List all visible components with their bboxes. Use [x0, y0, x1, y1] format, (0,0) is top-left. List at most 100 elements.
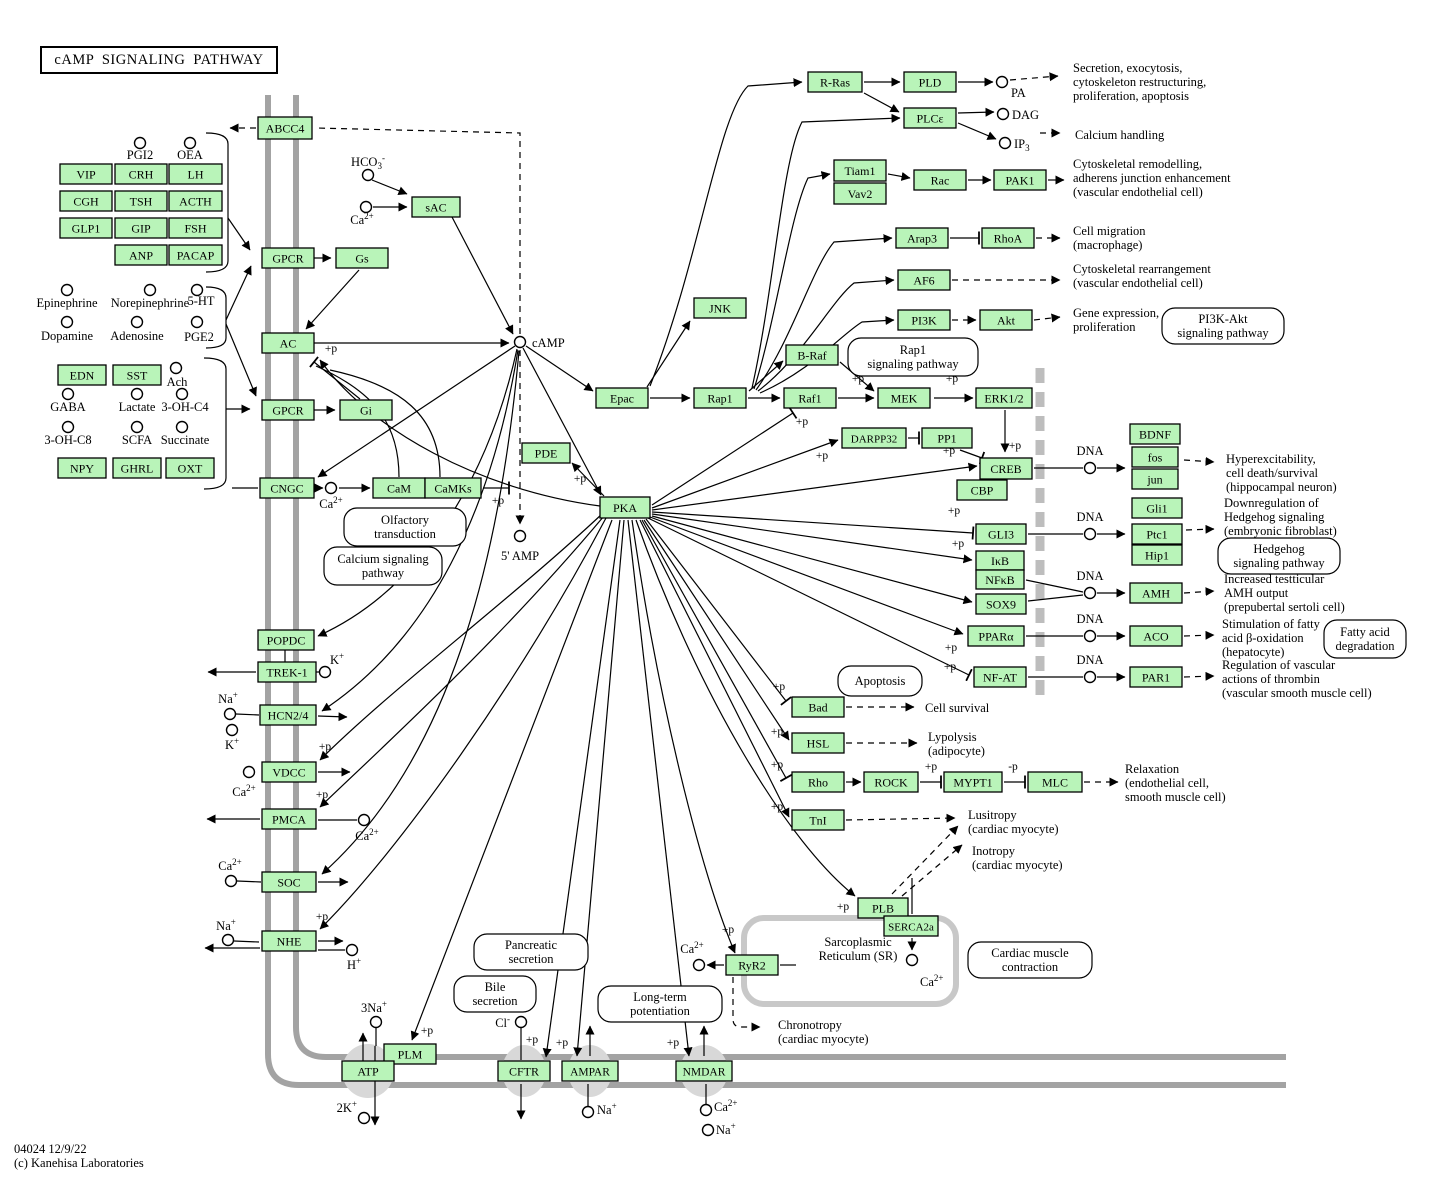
compound-dna-2[interactable]: [1083, 527, 1097, 541]
node-ptc1[interactable]: Ptc1: [1131, 523, 1183, 545]
node-gs[interactable]: Gs: [335, 247, 389, 269]
node-cgh[interactable]: CGH: [59, 190, 113, 212]
node-rock[interactable]: ROCK: [863, 771, 919, 793]
compound-hco3[interactable]: HCO3-: [351, 153, 385, 182]
compound-ip3[interactable]: IP3: [998, 136, 1031, 153]
node-pak1[interactable]: PAK1: [993, 169, 1047, 191]
node-darpp32[interactable]: DARPP32: [841, 427, 907, 449]
pathway-box-apoptosis[interactable]: Apoptosis: [837, 665, 923, 697]
node-akt[interactable]: Akt: [979, 309, 1033, 331]
node-sac[interactable]: sAC: [411, 196, 461, 218]
node-jun[interactable]: jun: [1131, 468, 1179, 490]
node-cbp[interactable]: CBP: [956, 479, 1008, 501]
node-popdc[interactable]: POPDC: [257, 629, 315, 651]
node-pmca[interactable]: PMCA: [261, 808, 317, 830]
node-vav2[interactable]: Vav2: [833, 182, 887, 205]
compound-pge2[interactable]: PGE2: [184, 315, 214, 345]
node-erk12[interactable]: ERK1/2: [975, 387, 1033, 409]
node-gli1[interactable]: Gli1: [1131, 497, 1183, 519]
compound-ca-cngc[interactable]: Ca2+: [319, 481, 343, 512]
node-atp[interactable]: ATP: [341, 1060, 395, 1082]
node-hsl[interactable]: HSL: [791, 732, 845, 754]
node-sst[interactable]: SST: [112, 364, 162, 386]
compound-ca-soc[interactable]: Ca2+: [218, 857, 242, 888]
node-pi3k[interactable]: PI3K: [897, 309, 951, 331]
node-edn[interactable]: EDN: [57, 364, 107, 386]
compound-ca-sac[interactable]: Ca2+: [350, 200, 374, 228]
node-tni[interactable]: TnI: [791, 809, 845, 831]
node-camks[interactable]: CaMKs: [424, 477, 482, 499]
node-npy[interactable]: NPY: [57, 457, 107, 479]
node-mypt1[interactable]: MYPT1: [943, 771, 1003, 793]
compound-k-trek[interactable]: K+: [318, 651, 345, 679]
node-pde[interactable]: PDE: [521, 442, 571, 464]
node-pp1[interactable]: PP1: [921, 427, 973, 449]
compound-dna-3[interactable]: [1083, 586, 1097, 600]
node-pka[interactable]: PKA: [599, 496, 651, 519]
node-plce[interactable]: PLCε: [903, 107, 957, 129]
node-serca2a[interactable]: SERCA2a: [883, 915, 939, 937]
node-gli3[interactable]: GLI3: [975, 523, 1027, 545]
node-ikb[interactable]: IκB: [975, 550, 1025, 571]
compound-dna-4[interactable]: [1083, 629, 1097, 643]
node-b-raf[interactable]: B-Raf: [785, 344, 839, 366]
node-par1[interactable]: PAR1: [1129, 666, 1183, 688]
node-sox9[interactable]: SOX9: [975, 593, 1027, 615]
node-nmdar[interactable]: NMDAR: [675, 1060, 733, 1082]
node-nf-at[interactable]: NF-AT: [973, 666, 1027, 688]
compound-norepinephrine[interactable]: Norepinephrine: [111, 283, 190, 311]
compound-adenosine[interactable]: Adenosine: [110, 315, 164, 344]
compound-gaba[interactable]: GABA: [50, 387, 86, 415]
compound-3-oh-c8[interactable]: 3-OH-C8: [44, 420, 92, 448]
node-aco[interactable]: ACO: [1129, 625, 1183, 647]
node-pacap[interactable]: PACAP: [168, 244, 223, 266]
node-amh[interactable]: AMH: [1129, 582, 1183, 604]
node-fsh[interactable]: FSH: [168, 217, 223, 239]
compound-pa[interactable]: PA: [995, 75, 1026, 101]
node-cftr[interactable]: CFTR: [497, 1060, 551, 1082]
node-gpcr-gs[interactable]: GPCR: [261, 247, 315, 269]
compound-na-nhe[interactable]: Na+: [216, 917, 236, 947]
node-abcc4[interactable]: ABCC4: [257, 116, 313, 140]
compound-na-ampar[interactable]: Na+: [581, 1101, 617, 1119]
compound-na-nmdar[interactable]: Na+: [701, 1121, 736, 1137]
compound-epinephrine[interactable]: Epinephrine: [36, 283, 98, 311]
node-hcn24[interactable]: HCN2/4: [259, 704, 317, 726]
compound-ca-vdcc[interactable]: Ca2+: [232, 765, 256, 800]
compound-dag[interactable]: DAG: [996, 107, 1040, 122]
compound-h-nhe[interactable]: H+: [345, 943, 362, 973]
node-cngc[interactable]: CNGC: [259, 477, 315, 499]
compound-5amp[interactable]: 5' AMP: [501, 529, 539, 564]
compound-ca-ryr2[interactable]: Ca2+: [680, 940, 706, 972]
compound-3na[interactable]: 3Na+: [361, 999, 387, 1029]
node-ampar[interactable]: AMPAR: [561, 1060, 619, 1082]
compound-ca-serca[interactable]: Ca2+: [905, 953, 944, 990]
node-hip1[interactable]: Hip1: [1131, 544, 1183, 566]
compound-5-ht[interactable]: 5-HT: [187, 283, 215, 309]
node-plm[interactable]: PLM: [383, 1043, 437, 1065]
compound-scfa[interactable]: SCFA: [122, 420, 152, 448]
compound-lactate[interactable]: Lactate: [119, 387, 156, 415]
compound-cl[interactable]: Cl-: [495, 1014, 528, 1030]
node-tiam1[interactable]: Tiam1: [833, 159, 887, 182]
node-r-ras[interactable]: R-Ras: [807, 71, 863, 93]
node-oxt[interactable]: OXT: [165, 457, 215, 479]
node-tsh[interactable]: TSH: [114, 190, 168, 212]
node-bad[interactable]: Bad: [791, 696, 845, 718]
node-rhoa[interactable]: RhoA: [981, 227, 1035, 249]
node-jnk[interactable]: JNK: [693, 297, 747, 319]
node-vdcc[interactable]: VDCC: [261, 761, 317, 783]
node-crh[interactable]: CRH: [114, 163, 168, 185]
node-acth[interactable]: ACTH: [168, 190, 223, 212]
node-mlc[interactable]: MLC: [1027, 771, 1083, 793]
compound-oea[interactable]: OEA: [177, 136, 203, 163]
node-ghrl[interactable]: GHRL: [112, 457, 162, 479]
node-creb[interactable]: CREB: [979, 457, 1033, 480]
